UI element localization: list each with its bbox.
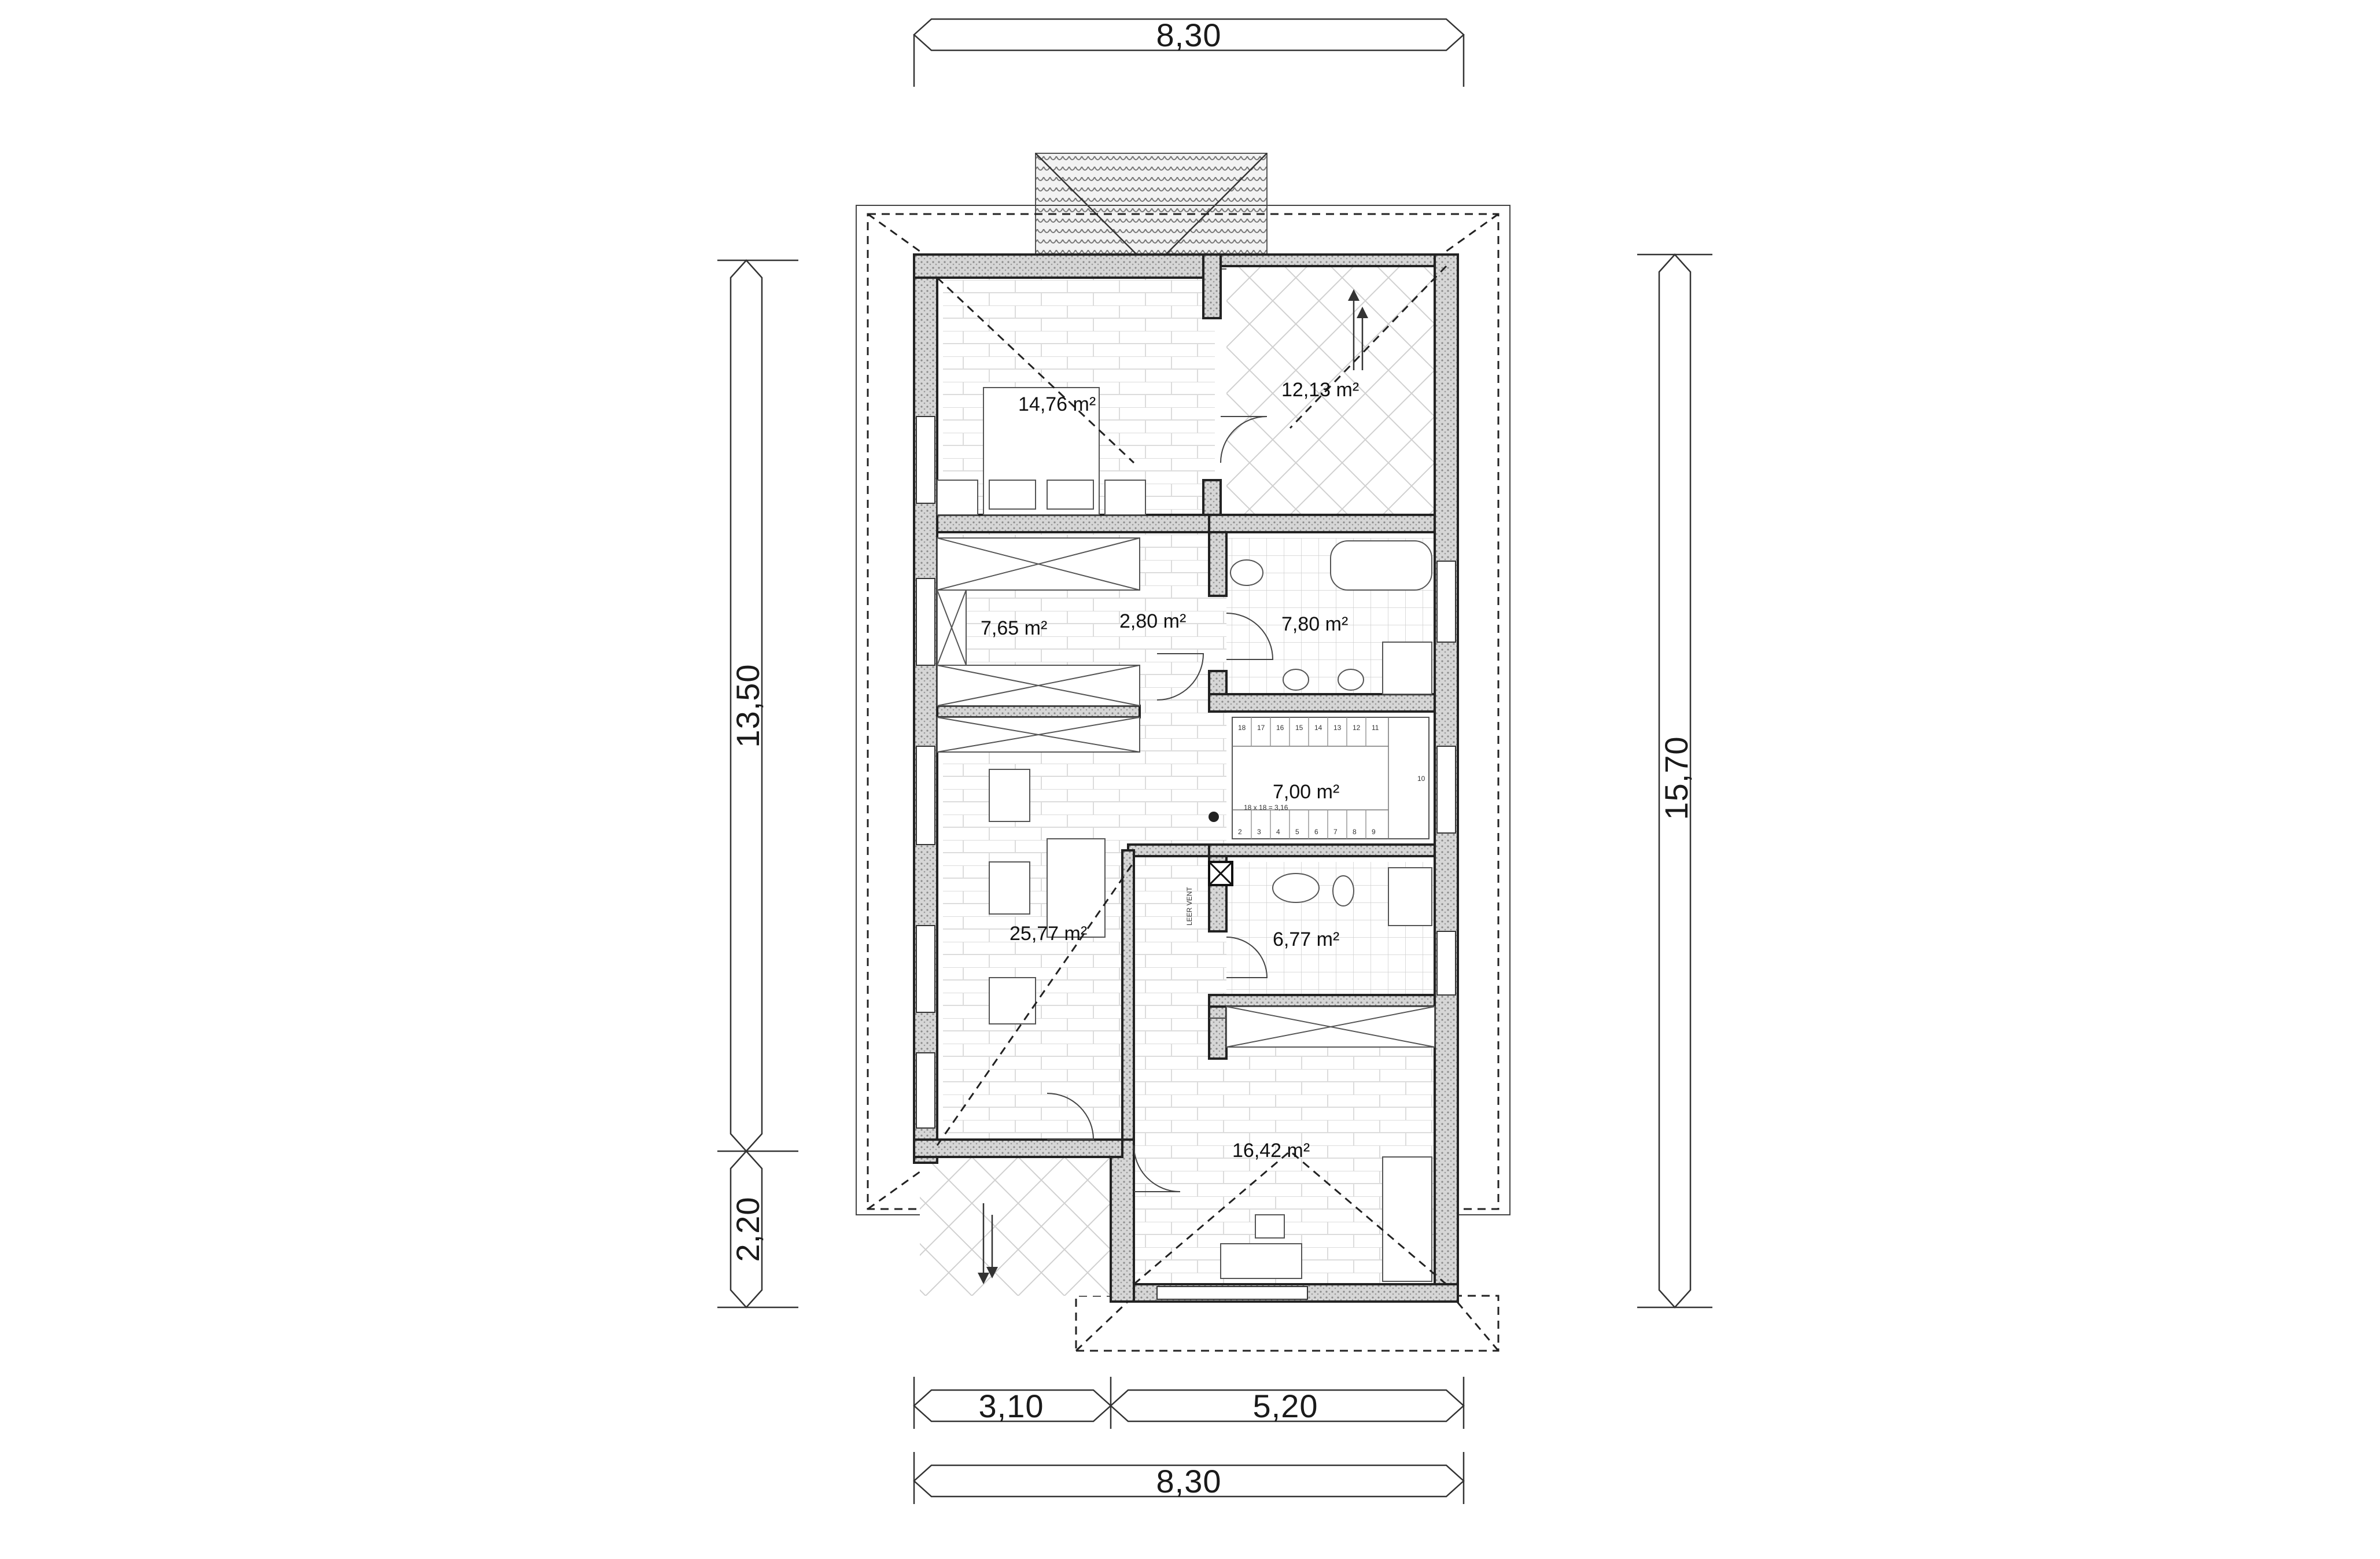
room-area-wc: 6,77 m²	[1273, 928, 1339, 950]
stair-step-number: 7	[1333, 828, 1338, 836]
dim-right-label: 15,70	[1658, 736, 1694, 820]
room-area-hall: 2,80 m²	[1119, 610, 1186, 632]
stair-step-number: 13	[1333, 724, 1342, 732]
room-labels: 14,76 m² 12,13 m² 7,65 m² 2,80 m² 7,80 m…	[981, 379, 1359, 1162]
windows	[916, 416, 1456, 1300]
stair-step-number: 6	[1314, 828, 1318, 836]
walls	[913, 253, 1459, 1303]
chimney-label: LEER VENT	[1185, 887, 1193, 926]
stair-step-number: 3	[1257, 828, 1261, 836]
dim-left-main-label: 13,50	[730, 664, 766, 747]
roof-outline	[856, 153, 1510, 1352]
stair-landing-number: 10	[1417, 775, 1425, 783]
dim-left-porch-label: 2,20	[730, 1197, 766, 1262]
room-area-terrace-top: 12,13 m²	[1281, 379, 1359, 401]
wardrobes	[937, 537, 1435, 1048]
room-area-bedroom-bottom: 16,42 m²	[1232, 1140, 1310, 1162]
slope-arrows	[978, 289, 1368, 1284]
dim-top-label: 8,30	[1156, 17, 1222, 53]
room-area-bedroom-top: 14,76 m²	[1018, 393, 1096, 415]
dim-bottom-left-label: 3,10	[979, 1388, 1044, 1424]
stair-step-number: 2	[1238, 828, 1242, 836]
staircase: 10 18 x 18 = 3,16	[1209, 717, 1430, 839]
furniture: 10 18 x 18 = 3,16 LEER VENT	[937, 387, 1432, 1282]
stair-formula: 18 x 18 = 3,16	[1244, 804, 1288, 812]
room-area-bathroom: 7,80 m²	[1281, 613, 1348, 635]
room-area-storage: 7,65 m²	[981, 617, 1047, 639]
room-area-stairs: 7,00 m²	[1273, 781, 1339, 803]
stair-step-number: 9	[1372, 828, 1376, 836]
stair-step-number: 16	[1276, 724, 1284, 732]
stair-step-number: 18	[1238, 724, 1246, 732]
dimension-left-main: 13,50	[717, 259, 798, 1152]
stair-step-number: 14	[1314, 724, 1322, 732]
stair-step-number: 12	[1353, 724, 1361, 732]
dimension-top: 8,30	[913, 17, 1465, 87]
stair-step-number: 11	[1372, 724, 1379, 732]
hip-lines	[936, 265, 1447, 1285]
stair-step-number: 5	[1295, 828, 1299, 836]
dimension-right: 15,70	[1637, 253, 1712, 1309]
stair-step-number: 17	[1257, 724, 1265, 732]
dimension-left-porch: 2,20	[717, 1150, 798, 1309]
dim-bottom-right-label: 5,20	[1253, 1388, 1318, 1424]
dim-bottom-total-label: 8,30	[1156, 1463, 1222, 1499]
stair-step-number: 15	[1295, 724, 1303, 732]
stair-step-number: 8	[1353, 828, 1357, 836]
stair-start-dot	[1209, 812, 1219, 822]
room-area-living: 25,77 m²	[1010, 923, 1087, 945]
stair-step-number: 4	[1276, 828, 1280, 836]
dimension-bottom-split: 3,10 5,20	[913, 1377, 1465, 1429]
dimension-bottom-total: 8,30	[913, 1452, 1465, 1504]
